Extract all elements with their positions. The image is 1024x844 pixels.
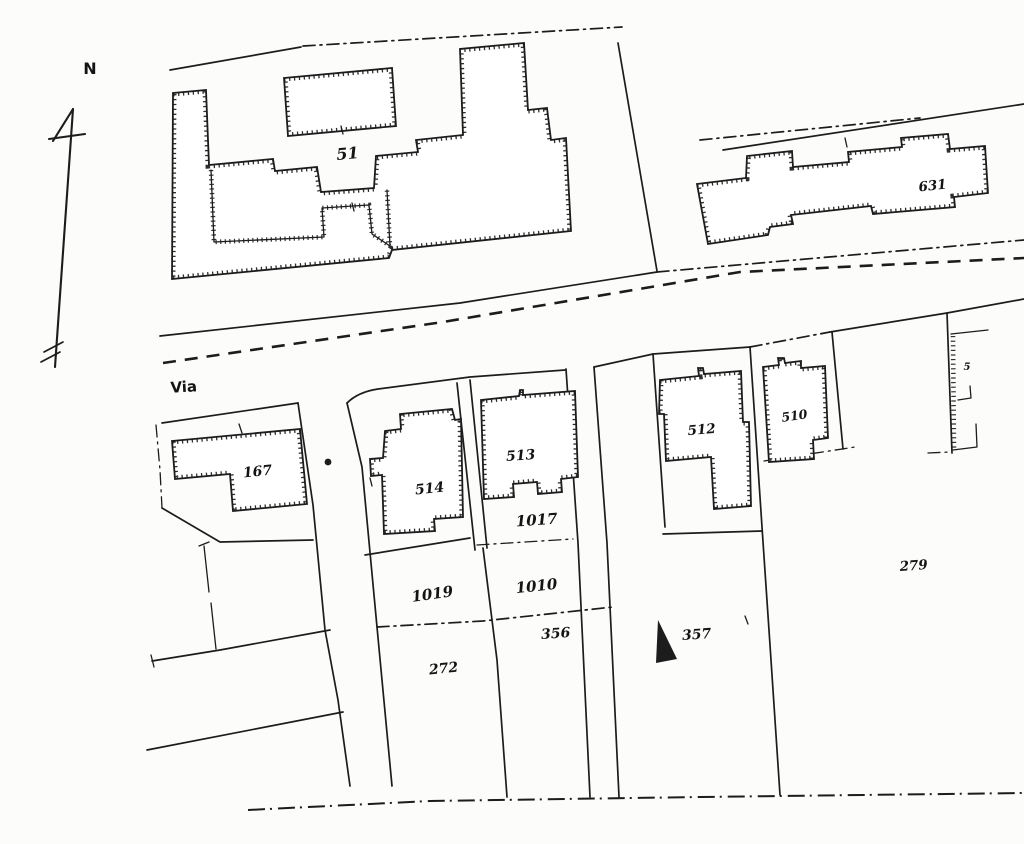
parcel-label-356: 356 [541,625,572,643]
road-north-edge-dashdot [656,239,1024,273]
dash-boundary-under-510b [927,451,951,454]
building-label-513: 513 [506,447,537,465]
building-51-courtyard-edge [210,169,391,247]
road-south-edge-east [829,298,1024,333]
building-label-51: 51 [336,143,360,164]
southwest-dashed-vertical [203,545,217,650]
north-boundary-line [169,46,302,71]
partial-building-fragment [950,329,989,451]
building-51-annex [283,67,397,137]
parcel512-south-line [662,530,763,535]
lane1-east-line [346,402,393,787]
dash-boundary-under-510 [763,446,856,462]
building-label-510: 510 [780,406,808,425]
road-south-edge-mid2 [593,346,751,368]
building-514-tick [369,477,373,487]
parcel510-east-line [831,331,844,450]
parcel-label-1017: 1017 [515,510,558,531]
north-arrow-shaft [53,107,75,369]
parcel-label-272: 272 [427,660,459,679]
building-51 [171,42,572,280]
parcel-divider-1019-1010 [482,547,508,798]
north-arrow [40,107,87,369]
southwest-line-2 [146,711,344,751]
parcel-label-279: 279 [898,557,929,575]
northeast-boundary-line [722,103,1024,151]
building-631 [696,133,989,245]
road-south-edge-mid [346,369,566,404]
lane3-east-line [593,366,620,798]
tick-near-357 [744,615,749,625]
street-label: Via [170,377,198,396]
north-label: N [83,59,96,78]
north-arrow-barb [51,107,75,143]
southwest-line-1-tick [150,654,155,668]
north-boundary-dashdot [302,26,623,47]
road-south-edge-dashdot [749,331,831,348]
building-513 [480,389,579,500]
dash-boundary-1017-1010 [476,538,574,546]
north-arrow-feathers [40,341,64,363]
parcel512-west-line [652,353,666,528]
boundary-lines [169,26,1024,272]
building-label-512: 512 [687,421,716,439]
partial-building-hatch [950,335,957,451]
building-514 [369,408,464,535]
labels: N Via 51 631 167 514 513 512 510 1017 10… [83,59,970,679]
parcel-label-1010: 1010 [515,575,559,597]
lane2-east-line [469,379,488,549]
building-label-514: 514 [414,480,445,499]
partial-building-label: 5 [964,362,971,373]
east-edge-parcel-line [946,312,953,454]
south-boundary-line [247,792,1024,811]
building-512 [658,367,752,510]
parcel-divider-357-279 [749,346,781,796]
road-centerline [162,256,1024,365]
southwest-vertical-tick [198,541,210,547]
partial-building-edges [950,329,989,451]
parcel-boundaries [146,312,1024,811]
lane1-west-line [297,402,351,787]
building-label-167: 167 [242,463,273,482]
building-167-tick [238,423,243,434]
northeast-boundary-dashdot [699,117,921,141]
lane2-west-line [456,382,476,551]
parcel-label-1019: 1019 [410,582,454,606]
building-631-tick [844,137,848,148]
parcel167-west-dashdot [155,424,163,509]
building-167 [171,423,308,512]
building-51-ticks [340,125,355,212]
parcel167-south-line [161,507,314,543]
center-divider-line [617,42,658,272]
buildings [171,42,989,535]
southwest-line-1 [151,629,331,662]
dash-boundary-272-356 [376,606,614,628]
boundary-under-514 [364,537,471,556]
building-label-631: 631 [918,177,948,196]
parcel-label-357: 357 [682,626,713,644]
road-via [159,239,1024,424]
north-arrow-crossbar [47,132,87,141]
road-north-edge [159,271,658,337]
point-marker-dot [324,458,332,466]
road-south-edge-west [161,402,299,424]
survey-marker-triangle [656,620,677,663]
